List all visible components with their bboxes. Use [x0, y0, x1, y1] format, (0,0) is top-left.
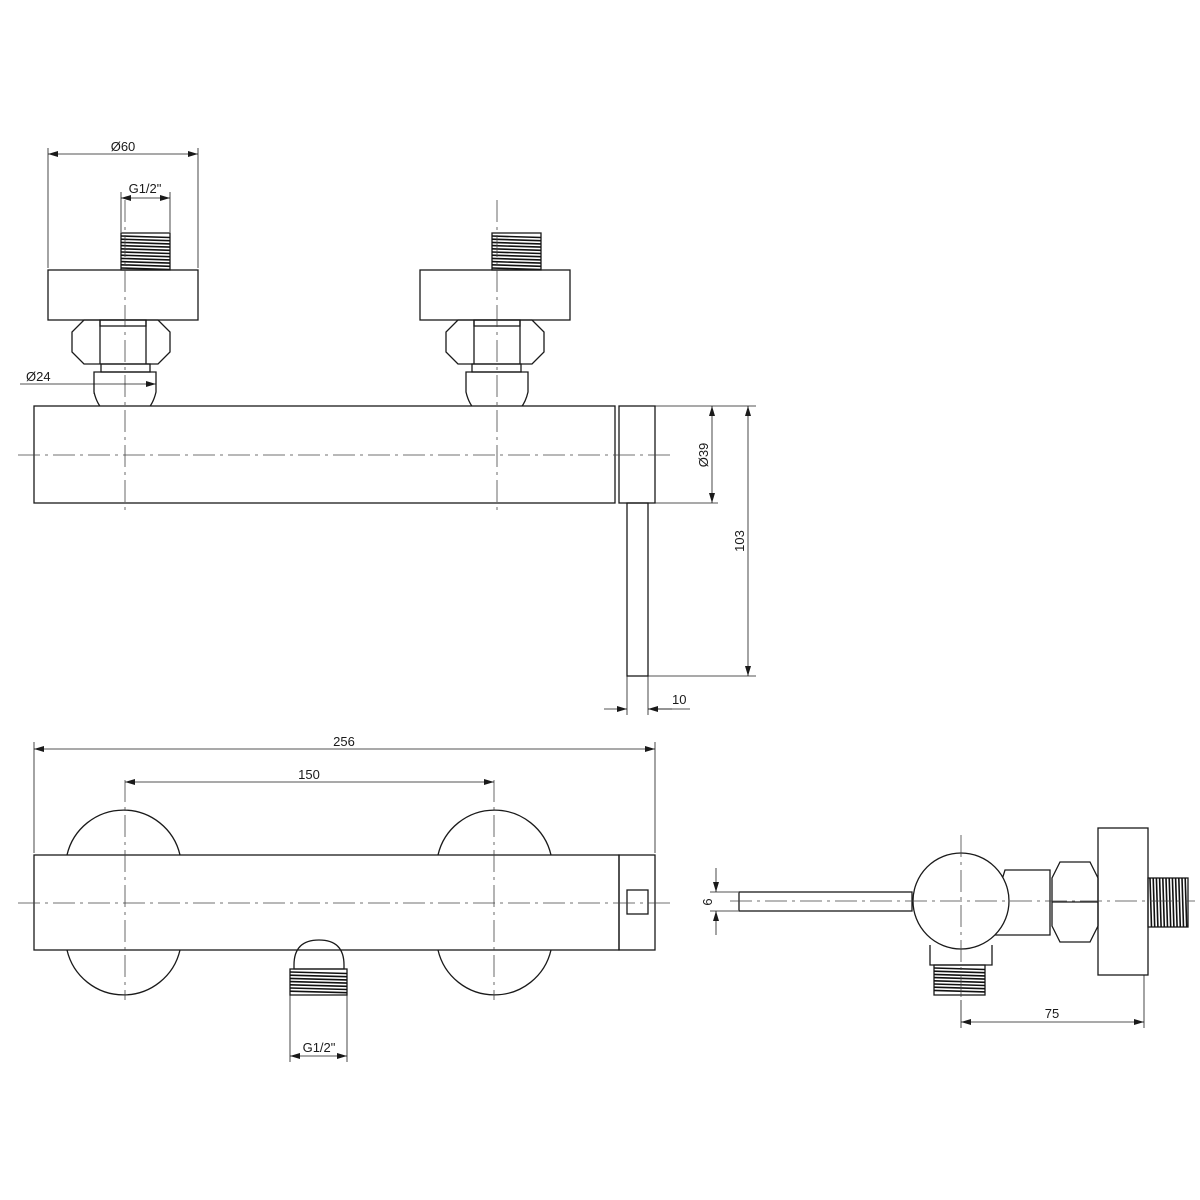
top-right-thread: [491, 235, 542, 271]
thread-line: [1178, 877, 1182, 928]
top-view: [18, 780, 672, 1000]
top-view-dimensions: 256 150 G1/2": [33, 734, 656, 1062]
thread-line: [933, 976, 986, 980]
lever-end: [626, 889, 649, 915]
thread-line: [1149, 877, 1153, 928]
lever: [626, 502, 649, 677]
thread-line: [120, 254, 171, 258]
thread-line: [120, 238, 171, 242]
thread-line: [1171, 877, 1175, 928]
thread-line: [491, 260, 542, 264]
thread-line: [289, 990, 348, 994]
dim-flange-diameter: Ø60: [111, 139, 136, 154]
thread-line: [1165, 877, 1169, 928]
thread-line: [120, 244, 171, 248]
thread-line: [1168, 877, 1172, 928]
thread-line: [933, 967, 986, 971]
thread-line: [289, 971, 348, 975]
side-view: [730, 827, 1195, 1000]
right-inlet-assembly: [419, 232, 571, 419]
thread-line: [289, 977, 348, 981]
thread-line: [933, 970, 986, 974]
mixer-body-top: [33, 854, 620, 951]
thread-line: [120, 264, 171, 268]
thread-line: [933, 983, 986, 987]
side-right-thread: [1149, 877, 1188, 928]
dim-lever-thickness: 6: [700, 898, 715, 905]
thread-line: [1184, 877, 1188, 928]
thread-line: [933, 986, 986, 990]
thread-line: [491, 244, 542, 248]
thread-line: [933, 989, 986, 993]
thread-line: [289, 974, 348, 978]
side-bottom-thread: [933, 967, 986, 993]
dim-top-thread: G1/2": [129, 181, 162, 196]
thread-line: [289, 980, 348, 984]
thread-line: [120, 251, 171, 255]
dim-total-height: 103: [732, 530, 747, 552]
thread-line: [491, 257, 542, 261]
thread-line: [120, 257, 171, 261]
dim-projection: 75: [1045, 1006, 1059, 1021]
thread-line: [120, 241, 171, 245]
thread-line: [491, 251, 542, 255]
thread-line: [1158, 877, 1162, 928]
front-view-dimensions: Ø60 G1/2" Ø24 Ø39 103 10: [20, 139, 756, 715]
thread-line: [120, 248, 171, 252]
thread-line: [491, 248, 542, 252]
side-view-dimensions: 6 75: [700, 868, 1145, 1028]
thread-line: [491, 254, 542, 258]
thread-line: [1152, 877, 1156, 928]
dim-lever-width: 10: [672, 692, 686, 707]
thread-line: [289, 987, 348, 991]
thread-line: [491, 238, 542, 242]
thread-line: [1155, 877, 1159, 928]
left-inlet-assembly: [47, 232, 199, 419]
thread-line: [491, 267, 542, 271]
side-lever: [738, 891, 913, 912]
thread-line: [1181, 877, 1185, 928]
thread-line: [933, 973, 986, 977]
dim-total-length: 256: [333, 734, 355, 749]
thread-line: [1162, 877, 1166, 928]
mixer-body: [33, 405, 616, 504]
bottom-thread: [289, 971, 348, 994]
dim-inlet-spacing: 150: [298, 767, 320, 782]
dim-bottom-thread: G1/2": [303, 1040, 336, 1055]
thread-line: [491, 241, 542, 245]
thread-line: [120, 235, 171, 239]
dim-inlet-diameter: Ø24: [26, 369, 51, 384]
thread-line: [1174, 877, 1178, 928]
handle-cap-top: [618, 854, 656, 951]
thread-line: [491, 235, 542, 239]
thread-line: [289, 984, 348, 988]
thread-line: [491, 264, 542, 268]
thread-line: [933, 980, 986, 984]
thread-line: [120, 267, 171, 271]
handle-cap: [618, 405, 656, 504]
top-left-thread: [120, 235, 171, 271]
thread-line: [120, 260, 171, 264]
dim-handle-diameter: Ø39: [696, 443, 711, 468]
front-view: [18, 200, 672, 677]
